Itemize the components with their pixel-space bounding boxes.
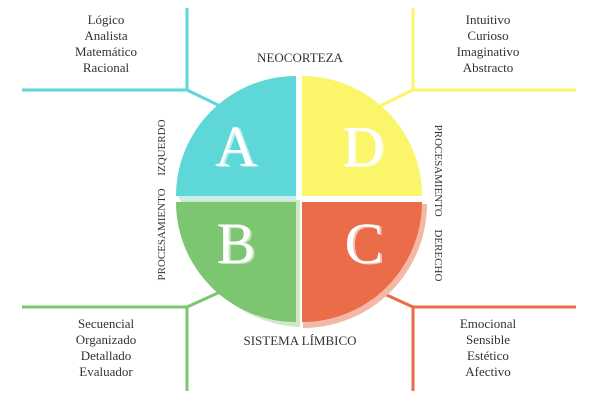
traits-d: Intuitivo Curioso Imaginativo Abstracto — [428, 12, 548, 76]
trait: Sensible — [465, 332, 511, 347]
connector-a-diagonal — [186, 88, 221, 108]
letter-b: B — [216, 211, 256, 276]
left-processing-label: PROCESAMIENTO IZQUERDO — [156, 119, 168, 281]
trait: Analista — [84, 28, 128, 43]
trait: Abstracto — [462, 60, 514, 75]
sistema-limbico-label: SISTEMA LÍMBICO — [243, 333, 357, 348]
connector-d-diagonal — [379, 88, 414, 108]
trait: Organizado — [75, 332, 137, 347]
trait: Evaluador — [79, 364, 133, 379]
trait: Lógico — [87, 12, 125, 27]
right-processing-label: PROCESAMIENTO DERECHO — [432, 124, 444, 282]
quadrant-a-shadow — [178, 196, 296, 200]
connector-b-diagonal — [186, 290, 221, 309]
letter-c: C — [344, 211, 384, 276]
trait: Imaginativo — [456, 44, 520, 59]
quadrant-a — [176, 76, 296, 196]
traits-a: Lógico Analista Matemático Racional — [46, 12, 166, 76]
trait: Curioso — [467, 28, 509, 43]
letter-a: A — [215, 114, 257, 179]
quadrant-d — [302, 76, 422, 196]
trait: Secuencial — [77, 316, 135, 331]
trait: Matemático — [74, 44, 138, 59]
letter-d: D — [342, 114, 384, 179]
quadrant-c — [302, 202, 422, 322]
trait: Afectivo — [465, 364, 511, 379]
quadrant-b — [176, 202, 296, 322]
trait: Detallado — [80, 348, 132, 363]
neocorteza-label: NEOCORTEZA — [257, 50, 343, 65]
trait: Intuitivo — [465, 12, 511, 27]
traits-b: Secuencial Organizado Detallado Evaluado… — [46, 316, 166, 380]
trait: Emocional — [459, 316, 517, 331]
traits-c: Emocional Sensible Estético Afectivo — [428, 316, 548, 380]
trait: Racional — [82, 60, 130, 75]
trait: Estético — [467, 348, 509, 363]
